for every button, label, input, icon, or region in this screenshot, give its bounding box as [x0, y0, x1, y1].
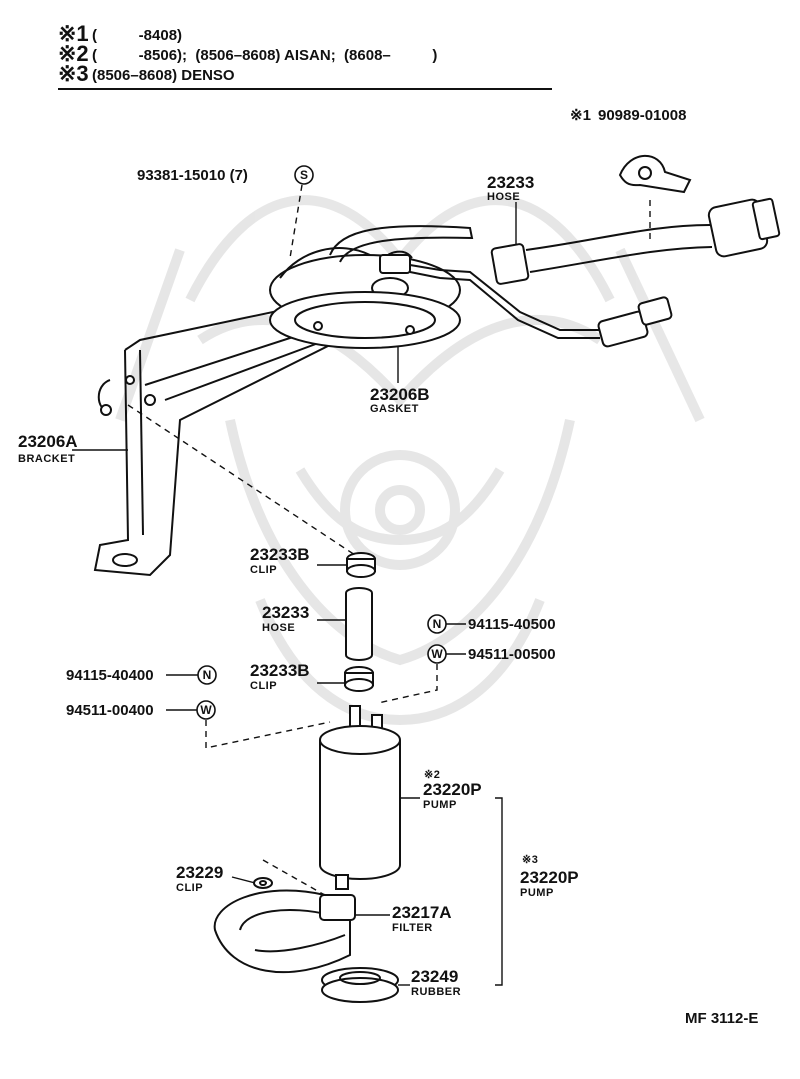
callout-pump-aisan: ※2 23220P PUMP — [423, 769, 482, 811]
gasket-drawing — [269, 291, 461, 349]
note2-text: ( -8506); (8506–8608) AISAN; (8608– ) — [92, 47, 437, 64]
nut-right-part-number: 94115-40500 — [468, 616, 556, 633]
clip-upper-name: CLIP — [250, 564, 277, 576]
screw-symbol: S — [300, 168, 308, 182]
pump-aisan-name: PUMP — [423, 799, 457, 811]
lower-clip-drawing — [344, 666, 374, 692]
leader-lines — [72, 184, 651, 986]
washer-right-symbol: W — [431, 647, 443, 661]
filter-part-number: 23217A — [392, 903, 452, 922]
bracket-part-number: 23206A — [18, 432, 78, 451]
gasket-name: GASKET — [370, 403, 419, 415]
callout-screw: 93381-15010 (7) S — [137, 165, 314, 185]
small-clip-drawing — [253, 877, 273, 889]
filter-name: FILTER — [392, 922, 433, 934]
rubber-part-number: 23249 — [411, 967, 458, 986]
callout-nut-left: 94115-40400 N — [66, 665, 217, 685]
callout-washer-right: W 94511-00500 — [427, 644, 556, 664]
callout-hose-top: 23233 HOSE — [487, 173, 534, 203]
diagram-code: MF 3112-E — [685, 1010, 758, 1027]
note1-text: ( -8408) — [92, 27, 182, 44]
bracket-drawing — [93, 299, 361, 577]
pump-aisan-part-number: 23220P — [423, 780, 482, 799]
pump-drawing — [319, 705, 401, 890]
gasket-part-number: 23206B — [370, 385, 430, 404]
mid-hose-drawing — [345, 587, 373, 661]
callout-bracket: 23206A BRACKET — [18, 432, 78, 465]
clip-small-name: CLIP — [176, 882, 203, 894]
callout-gasket: 23206B GASKET — [370, 385, 430, 415]
note2-mark: ※2 — [58, 41, 89, 66]
washer-left-symbol-icon — [196, 700, 216, 720]
top-hose-drawing — [490, 197, 781, 348]
callout-nut-right: N 94115-40500 — [427, 614, 556, 634]
washer-left-symbol: W — [200, 703, 212, 717]
nut-right-symbol-icon — [427, 614, 447, 634]
bracket-name: BRACKET — [18, 453, 75, 465]
hose-mid-name: HOSE — [262, 622, 295, 634]
nut-left-symbol: N — [203, 668, 212, 682]
note1-mark: ※1 — [58, 21, 89, 46]
hose-top-part-number: 23233 — [487, 173, 534, 192]
screw-symbol-icon — [294, 165, 314, 185]
header-notes: ※1 ( -8408) ※2 ( -8506); (8506–8608) AIS… — [58, 21, 552, 90]
pump-denso-part-number: 23220P — [520, 868, 579, 887]
callout-rubber: 23249 RUBBER — [411, 967, 461, 998]
callout-clip-small: 23229 CLIP — [176, 863, 223, 894]
callout-hose-mid: 23233 HOSE — [262, 603, 309, 634]
callout-clamp: ※1 90989-01008 — [570, 107, 686, 124]
callout-washer-left: 94511-00400 W — [66, 700, 216, 720]
screw-part-number: 93381-15010 (7) — [137, 167, 248, 184]
clip-small-part-number: 23229 — [176, 863, 223, 882]
filter-drawing — [213, 889, 356, 974]
clip-lower-name: CLIP — [250, 680, 277, 692]
pump-aisan-mark: ※2 — [424, 769, 440, 781]
clamp-part-number: 90989-01008 — [598, 107, 686, 124]
clip-upper-part-number: 23233B — [250, 545, 310, 564]
washer-right-part-number: 94511-00500 — [468, 646, 556, 663]
hose-top-name: HOSE — [487, 191, 520, 203]
upper-clip-drawing — [346, 552, 376, 578]
note3-mark: ※3 — [58, 61, 89, 86]
pump-denso-name: PUMP — [520, 887, 554, 899]
pump-denso-mark: ※3 — [522, 854, 538, 866]
rubber-name: RUBBER — [411, 986, 461, 998]
washer-right-symbol-icon — [427, 644, 447, 664]
callout-clip-lower: 23233B CLIP — [250, 661, 310, 692]
callout-filter: 23217A FILTER — [392, 903, 452, 934]
hose-mid-part-number: 23233 — [262, 603, 309, 622]
callout-pump-denso: ※3 23220P PUMP — [520, 854, 579, 899]
nut-right-symbol: N — [433, 617, 442, 631]
nut-left-symbol-icon — [197, 665, 217, 685]
clamp-drawing — [618, 154, 692, 194]
note3-text: (8506–8608) DENSO — [92, 67, 235, 84]
callout-clip-upper: 23233B CLIP — [250, 545, 310, 576]
rubber-drawing — [321, 967, 399, 1003]
clip-lower-part-number: 23233B — [250, 661, 310, 680]
nut-left-part-number: 94115-40400 — [66, 667, 154, 684]
washer-left-part-number: 94511-00400 — [66, 702, 154, 719]
clamp-mark: ※1 — [570, 107, 591, 124]
